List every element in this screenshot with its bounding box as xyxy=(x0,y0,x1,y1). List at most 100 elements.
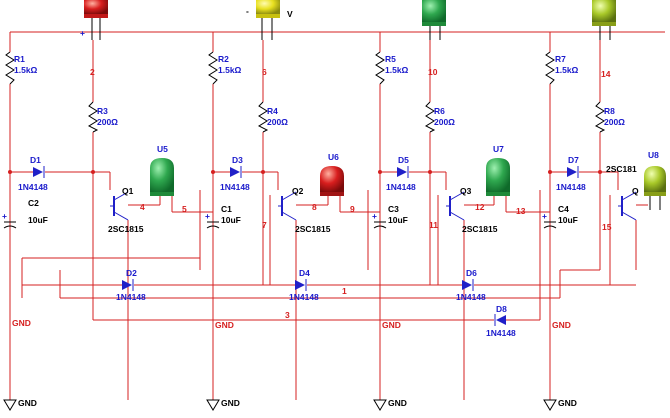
capacitors: + + + + C2 10uF C1 10uF C3 10uF C4 10uF xyxy=(2,198,578,229)
r3-value: 200Ω xyxy=(97,117,118,127)
c1-name: C1 xyxy=(221,204,232,214)
gnd-label-4: GND xyxy=(552,320,571,330)
d7-name: D7 xyxy=(568,155,579,165)
svg-text:+: + xyxy=(205,211,210,221)
net-3: 3 xyxy=(285,310,290,320)
gnd-symbol-label-1: GND xyxy=(18,398,37,408)
r6-name: R6 xyxy=(434,106,445,116)
middle-leds: U5 U6 U7 U8 xyxy=(150,144,666,210)
q3-part: 2SC1815 xyxy=(462,224,498,234)
q4-part: 2SC181 xyxy=(606,164,637,174)
diodes: D1 1N4148 D3 1N4148 D5 1N4148 D7 1N4148 … xyxy=(18,155,586,338)
d6-part: 1N4148 xyxy=(456,292,486,302)
q4-symbol xyxy=(618,191,637,221)
vcc-minus: - xyxy=(246,6,249,16)
net-5: 5 xyxy=(182,204,187,214)
net-10: 10 xyxy=(428,67,438,77)
net-9: 9 xyxy=(350,204,355,214)
vcc-label: V xyxy=(287,9,293,19)
d8-part: 1N4148 xyxy=(486,328,516,338)
u6-name: U6 xyxy=(328,152,339,162)
d4-name: D4 xyxy=(299,268,310,278)
d3-name: D3 xyxy=(232,155,243,165)
net-14: 14 xyxy=(601,69,611,79)
led-u5 xyxy=(150,158,174,196)
top-led-lime xyxy=(592,0,616,40)
vcc-plus: + xyxy=(80,28,85,38)
d5-part: 1N4148 xyxy=(386,182,416,192)
r3-name: R3 xyxy=(97,106,108,116)
q1-symbol xyxy=(110,191,129,221)
gnd-label-1: GND xyxy=(12,318,31,328)
r5-value: 1.5kΩ xyxy=(385,65,409,75)
r8-name: R8 xyxy=(604,106,615,116)
net-labels: 2 6 10 14 4 5 8 9 12 13 7 11 15 1 3 xyxy=(90,67,612,320)
svg-text:+: + xyxy=(2,211,7,221)
q2-symbol xyxy=(278,191,297,221)
r4-value: 200Ω xyxy=(267,117,288,127)
svg-text:+: + xyxy=(542,211,547,221)
led-u8 xyxy=(644,166,666,210)
c3-value: 10uF xyxy=(388,215,408,225)
net-8: 8 xyxy=(312,202,317,212)
top-leds: + - V xyxy=(80,0,616,40)
r1-name: R1 xyxy=(14,54,25,64)
net-6: 6 xyxy=(262,67,267,77)
u5-name: U5 xyxy=(157,144,168,154)
d1-part: 1N4148 xyxy=(18,182,48,192)
junctions xyxy=(8,170,602,174)
gnd-symbol-label-3: GND xyxy=(388,398,407,408)
r2-value: 1.5kΩ xyxy=(218,65,242,75)
d4-part: 1N4148 xyxy=(289,292,319,302)
d6-name: D6 xyxy=(466,268,477,278)
net-11: 11 xyxy=(429,220,438,230)
d2-name: D2 xyxy=(126,268,137,278)
d2-part: 1N4148 xyxy=(116,292,146,302)
gnd-label-2: GND xyxy=(215,320,234,330)
r7-value: 1.5kΩ xyxy=(555,65,579,75)
r8-value: 200Ω xyxy=(604,117,625,127)
q3-symbol xyxy=(446,191,465,221)
d5-name: D5 xyxy=(398,155,409,165)
net-15: 15 xyxy=(602,222,612,232)
r7-name: R7 xyxy=(555,54,566,64)
led-u7 xyxy=(486,158,510,196)
r1-value: 1.5kΩ xyxy=(14,65,38,75)
wires xyxy=(9,31,665,400)
q2-part: 2SC1815 xyxy=(295,224,331,234)
transistors: Q1 2SC1815 Q2 2SC1815 Q3 2SC1815 Q 2SC18… xyxy=(108,164,639,234)
c2-name: C2 xyxy=(28,198,39,208)
u8-name: U8 xyxy=(648,150,659,160)
top-led-red xyxy=(84,0,108,40)
q1-part: 2SC1815 xyxy=(108,224,144,234)
r6-value: 200Ω xyxy=(434,117,455,127)
c1-value: 10uF xyxy=(221,215,241,225)
d8-name: D8 xyxy=(496,304,507,314)
net-1: 1 xyxy=(342,286,347,296)
net-2: 2 xyxy=(90,67,95,77)
c3-name: C3 xyxy=(388,204,399,214)
r4-name: R4 xyxy=(267,106,278,116)
q4-name: Q xyxy=(632,186,639,196)
net-13: 13 xyxy=(516,206,526,216)
top-led-green xyxy=(422,0,446,40)
q3-name: Q3 xyxy=(460,186,472,196)
svg-text:+: + xyxy=(372,211,377,221)
d7-part: 1N4148 xyxy=(556,182,586,192)
c4-value: 10uF xyxy=(558,215,578,225)
gnd-symbol-label-2: GND xyxy=(221,398,240,408)
led-u6 xyxy=(320,166,344,196)
gnd-label-3: GND xyxy=(382,320,401,330)
d3-part: 1N4148 xyxy=(220,182,250,192)
gnd-symbol-label-4: GND xyxy=(558,398,577,408)
resistors: R1 1.5kΩ R2 1.5kΩ R5 1.5kΩ R7 1.5kΩ R3 2… xyxy=(5,51,625,133)
net-7: 7 xyxy=(262,220,267,230)
d1-name: D1 xyxy=(30,155,41,165)
c4-name: C4 xyxy=(558,204,569,214)
r2-name: R2 xyxy=(218,54,229,64)
gnd-labels: GND GND GND GND xyxy=(12,318,571,330)
r5-name: R5 xyxy=(385,54,396,64)
net-4: 4 xyxy=(140,202,145,212)
ground-symbols: GND GND GND GND xyxy=(3,398,577,411)
